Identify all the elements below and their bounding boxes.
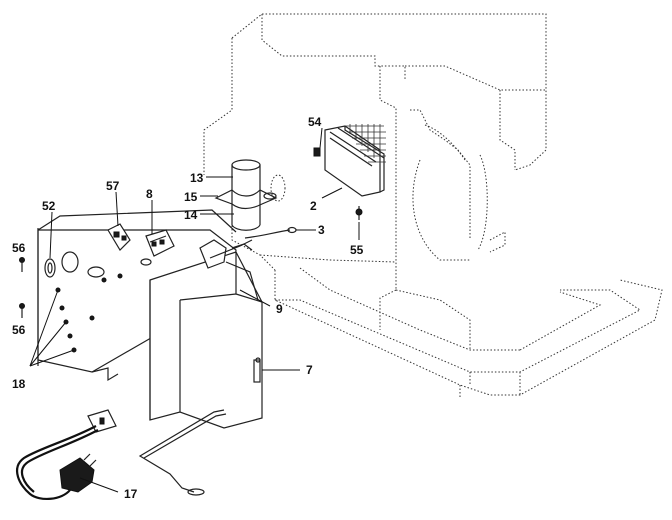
callout-17: 17 <box>124 487 138 501</box>
capacitor-hole <box>270 174 286 202</box>
callout-8: 8 <box>146 187 153 201</box>
callout-57: 57 <box>106 179 120 193</box>
callout-56-upper: 56 <box>12 241 26 255</box>
callout-15: 15 <box>184 190 198 204</box>
sensing-wire <box>138 409 227 496</box>
leader-lines <box>29 127 360 493</box>
thermostat <box>199 239 259 301</box>
capacitor-strap <box>214 189 278 210</box>
filter-grille <box>313 124 386 197</box>
callout-13: 13 <box>190 171 204 185</box>
cabinet-housing <box>203 13 663 398</box>
selector-switch <box>145 229 175 257</box>
callout-56-lower: 56 <box>12 323 26 337</box>
callout-18: 18 <box>12 377 26 391</box>
callout-labels: 13 15 14 54 2 55 3 57 8 52 56 56 9 7 18 … <box>12 115 364 501</box>
callout-55: 55 <box>350 243 364 257</box>
filter-screw <box>355 206 363 220</box>
callout-52: 52 <box>42 199 56 213</box>
callout-7: 7 <box>306 363 313 377</box>
callout-14: 14 <box>184 208 198 222</box>
callout-9: 9 <box>276 302 283 316</box>
callout-2: 2 <box>310 199 317 213</box>
callout-54: 54 <box>308 115 322 129</box>
knob-bezel <box>44 258 56 278</box>
capacitor <box>231 159 261 231</box>
callout-3: 3 <box>318 223 325 237</box>
power-cord <box>16 409 117 500</box>
electrical-box <box>149 251 263 429</box>
control-knob <box>107 223 131 251</box>
panel-screw <box>19 257 25 318</box>
